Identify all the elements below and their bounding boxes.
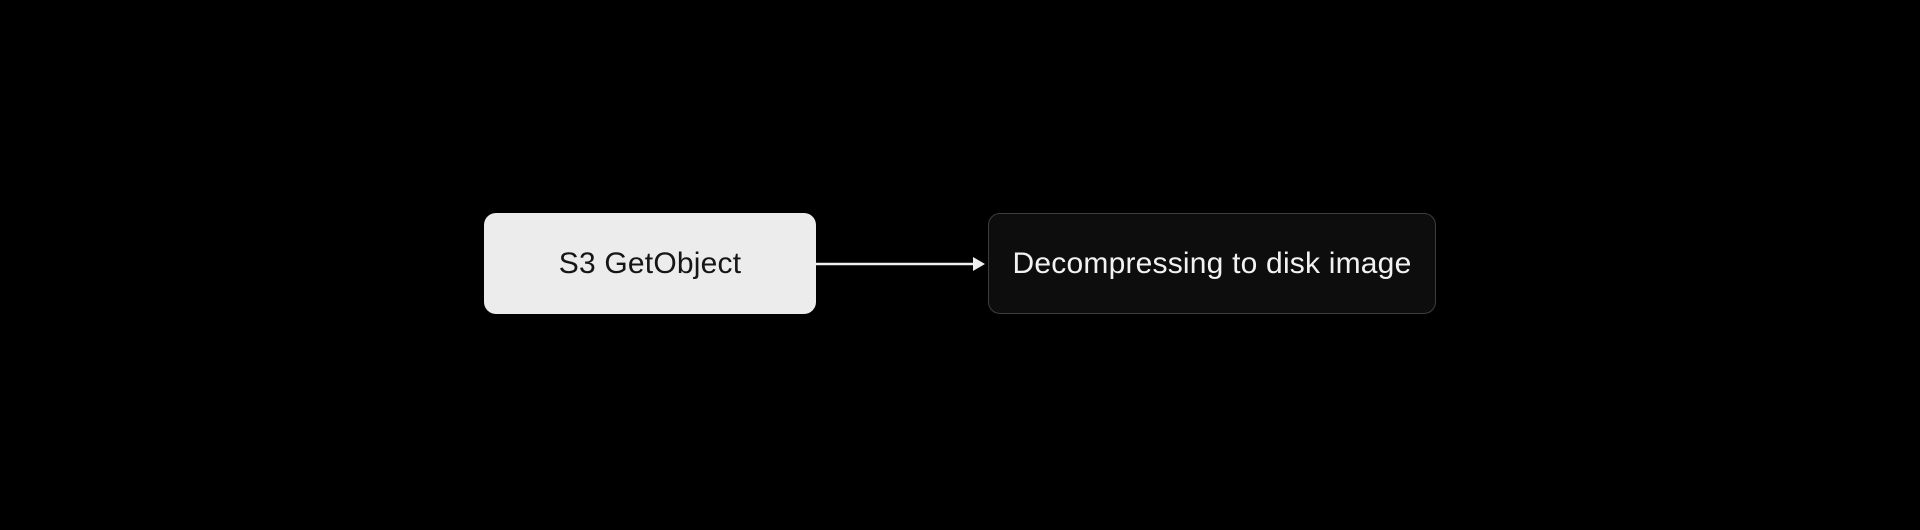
node-decompressing-to-disk-image-label: Decompressing to disk image (1012, 246, 1412, 280)
node-s3-getobject[interactable]: S3 GetObject (484, 213, 816, 314)
node-decompressing-to-disk-image[interactable]: Decompressing to disk image (988, 213, 1436, 314)
node-s3-getobject-label: S3 GetObject (558, 246, 742, 280)
edge-arrow (816, 257, 985, 271)
edge-arrowhead-icon (973, 257, 985, 271)
